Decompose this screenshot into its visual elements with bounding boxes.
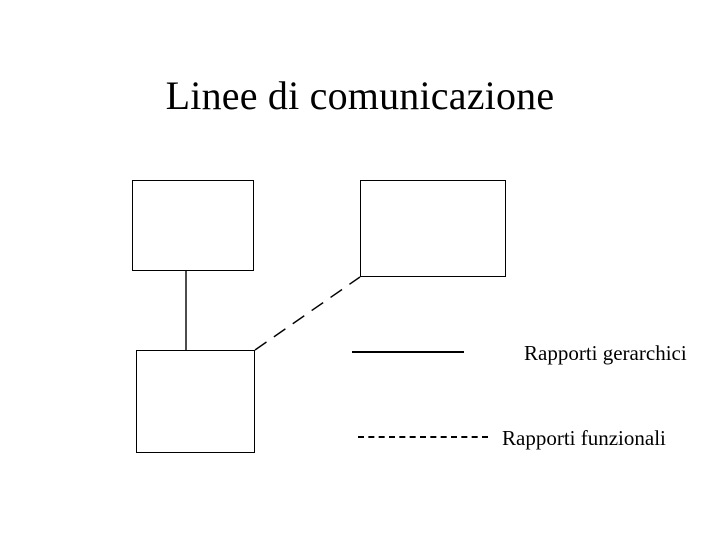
dashed-line-icon [358, 436, 488, 440]
functional-connector-line [254, 276, 361, 351]
legend-item-hierarchical: Rapporti gerarchici [352, 338, 720, 368]
org-box-top-left[interactable] [132, 180, 254, 271]
org-box-top-right[interactable] [360, 180, 506, 277]
org-box-bottom-left[interactable] [136, 350, 255, 453]
legend-item-functional: Rapporti funzionali [352, 423, 720, 453]
legend-label-functional: Rapporti funzionali [502, 426, 666, 450]
legend-label-hierarchical: Rapporti gerarchici [524, 341, 687, 365]
page-title: Linee di comunicazione [165, 73, 555, 118]
solid-line-icon [352, 351, 464, 355]
